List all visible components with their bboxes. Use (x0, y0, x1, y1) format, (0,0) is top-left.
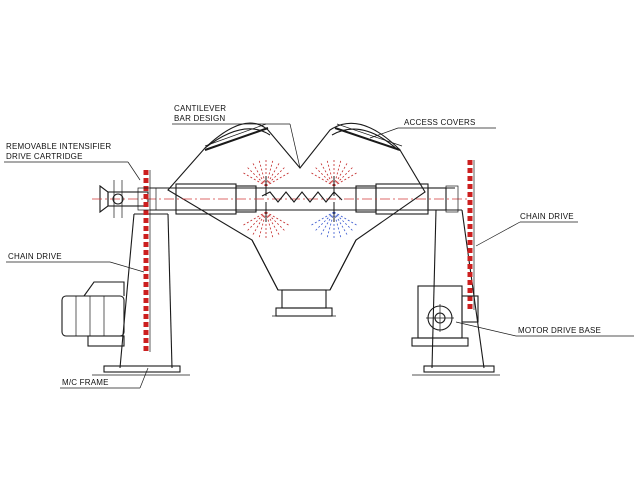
label-intensifier-line1: REMOVABLE INTENSIFIER (6, 142, 111, 151)
spray-ray (243, 172, 267, 187)
v-shell (167, 122, 426, 291)
spray-ray (333, 172, 357, 187)
spray-ray (247, 211, 267, 231)
spray-ray (265, 163, 280, 187)
label-cantilever-line1: CANTILEVER (174, 104, 226, 113)
spray-ray (258, 211, 267, 238)
access-cover-right (334, 123, 403, 151)
spray-ray (326, 211, 335, 238)
label-access-covers: ACCESS COVERS (404, 118, 476, 127)
intensifier-drive-hub (112, 180, 124, 218)
label-chain-drive-left: CHAIN DRIVE (8, 252, 62, 261)
label-mc-frame: M/C FRAME (62, 378, 109, 387)
chain-drive-right (445, 160, 475, 310)
spray-ray (320, 163, 335, 187)
spray-ray (265, 167, 285, 187)
spray-ray (333, 211, 357, 226)
spray-ray (333, 211, 353, 231)
left-frame (92, 213, 190, 376)
spray-ray (333, 160, 342, 187)
spray-ray (265, 211, 289, 226)
spray-ray (265, 211, 285, 231)
spray-ray (265, 211, 280, 235)
discharge-outlet (272, 289, 336, 317)
spray-ray (311, 211, 335, 226)
spray-ray (320, 211, 335, 235)
spray-ray (333, 211, 342, 238)
spray-ray (252, 163, 267, 187)
spray-ray (326, 160, 335, 187)
spray-ray (315, 211, 335, 231)
spray-ray (243, 211, 267, 226)
label-motor-drive-base: MOTOR DRIVE BASE (518, 326, 601, 335)
spray-ray (333, 167, 353, 187)
spray-ray (265, 160, 274, 187)
cantilever-bar (261, 191, 343, 203)
right-frame (412, 209, 500, 376)
label-cantilever-line2: BAR DESIGN (174, 114, 225, 123)
label-chain-drive-right: CHAIN DRIVE (520, 212, 574, 221)
leader-lines (4, 123, 634, 389)
spray-ray (265, 172, 289, 187)
spray-ray (258, 160, 267, 187)
spray-ray (265, 211, 274, 238)
spray-ray (252, 211, 267, 235)
spray-ray (333, 211, 348, 235)
left-motor (61, 281, 125, 347)
spray-ray (311, 172, 335, 187)
intensifier-blades (243, 160, 357, 238)
spray-ray (247, 167, 267, 187)
spray-ray (333, 163, 348, 187)
motor-drive-base (411, 285, 479, 347)
spray-ray (315, 167, 335, 187)
access-cover-left (204, 123, 269, 151)
chain-drive-left (137, 170, 157, 352)
label-intensifier-line2: DRIVE CARTRIDGE (6, 152, 83, 161)
